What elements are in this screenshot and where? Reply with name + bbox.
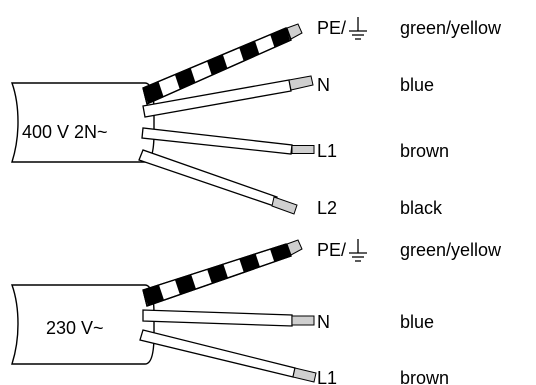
earth-icon (349, 17, 367, 40)
wire-n (142, 75, 314, 118)
wire-l2 (138, 149, 298, 215)
conductor-name: L2 (317, 198, 337, 218)
wire-l1 (139, 329, 317, 383)
conductor-colour: brown (400, 141, 449, 161)
conductor-colour: brown (400, 368, 449, 385)
conductor-name: N (317, 312, 330, 332)
conductor-colour: blue (400, 75, 434, 95)
cable-diagram-230v: 230 V~ PE/ (11, 239, 502, 385)
conductor-name: PE/ (317, 18, 346, 38)
cable-label: 400 V 2N~ (22, 122, 108, 142)
cable-diagram-400v: 400 V 2N~ (11, 17, 502, 218)
conductor-colour: green/yellow (400, 240, 502, 260)
conductor-colour: green/yellow (400, 18, 502, 38)
conductor-name: L1 (317, 368, 337, 385)
conductor-name: PE/ (317, 240, 346, 260)
earth-icon (349, 239, 367, 262)
wire-n (142, 309, 315, 327)
conductor-colour: black (400, 198, 443, 218)
wire-l1 (141, 127, 315, 155)
conductor-colour: blue (400, 312, 434, 332)
conductor-name: L1 (317, 141, 337, 161)
conductor-name: N (317, 75, 330, 95)
cable-label: 230 V~ (46, 318, 104, 338)
wire-pe-striped (142, 239, 303, 307)
